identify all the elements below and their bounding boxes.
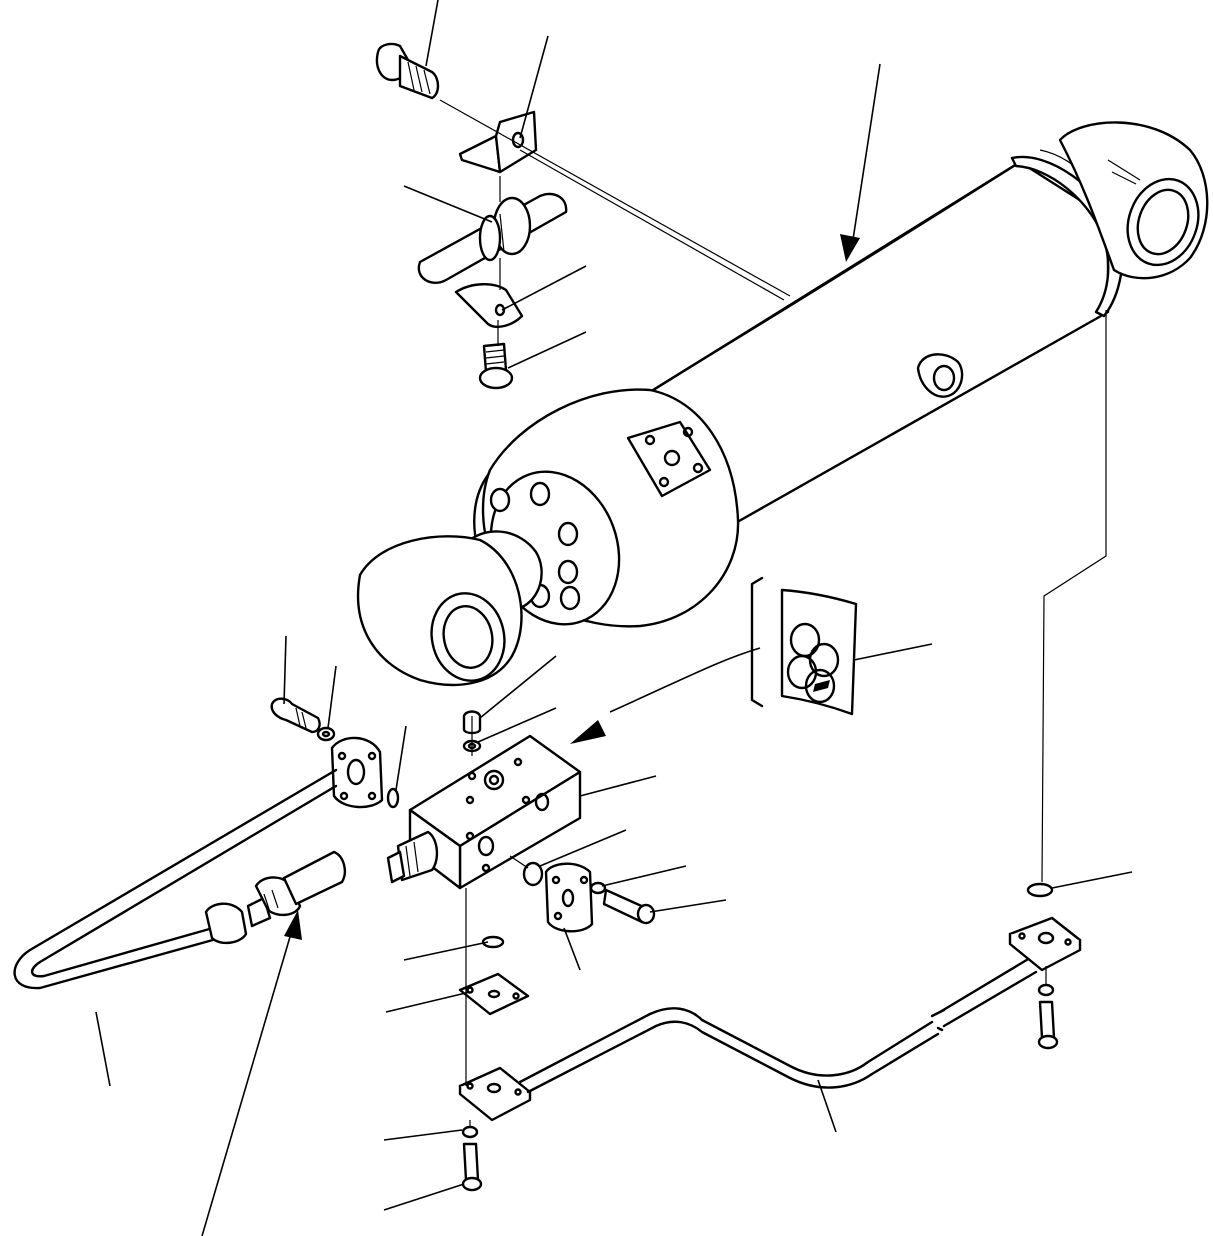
arrow-cylinder: [840, 234, 860, 262]
clamp-bolt: [478, 342, 514, 390]
arrow-valve: [570, 720, 606, 744]
hose-fitting: [254, 850, 346, 917]
right-flange-group: [522, 861, 656, 933]
clamp-plate: [454, 283, 524, 328]
tube-return-loop: [13, 768, 338, 990]
arrows: [201, 63, 881, 1236]
bracket-bolt: [375, 42, 440, 100]
safety-valve-block: [386, 734, 582, 890]
arrow-fitting: [284, 910, 302, 940]
lower-stack: [458, 935, 532, 1192]
hose-clamp: [417, 192, 568, 285]
left-flange-group: [270, 697, 400, 809]
tube-long: [518, 882, 1082, 1094]
leader-lines: [95, 0, 1133, 1211]
hydraulic-cylinder: [356, 121, 1209, 687]
bracket-hardware: [375, 42, 568, 390]
alignment-lines: [439, 99, 1107, 1128]
seal-kit: [750, 576, 858, 716]
